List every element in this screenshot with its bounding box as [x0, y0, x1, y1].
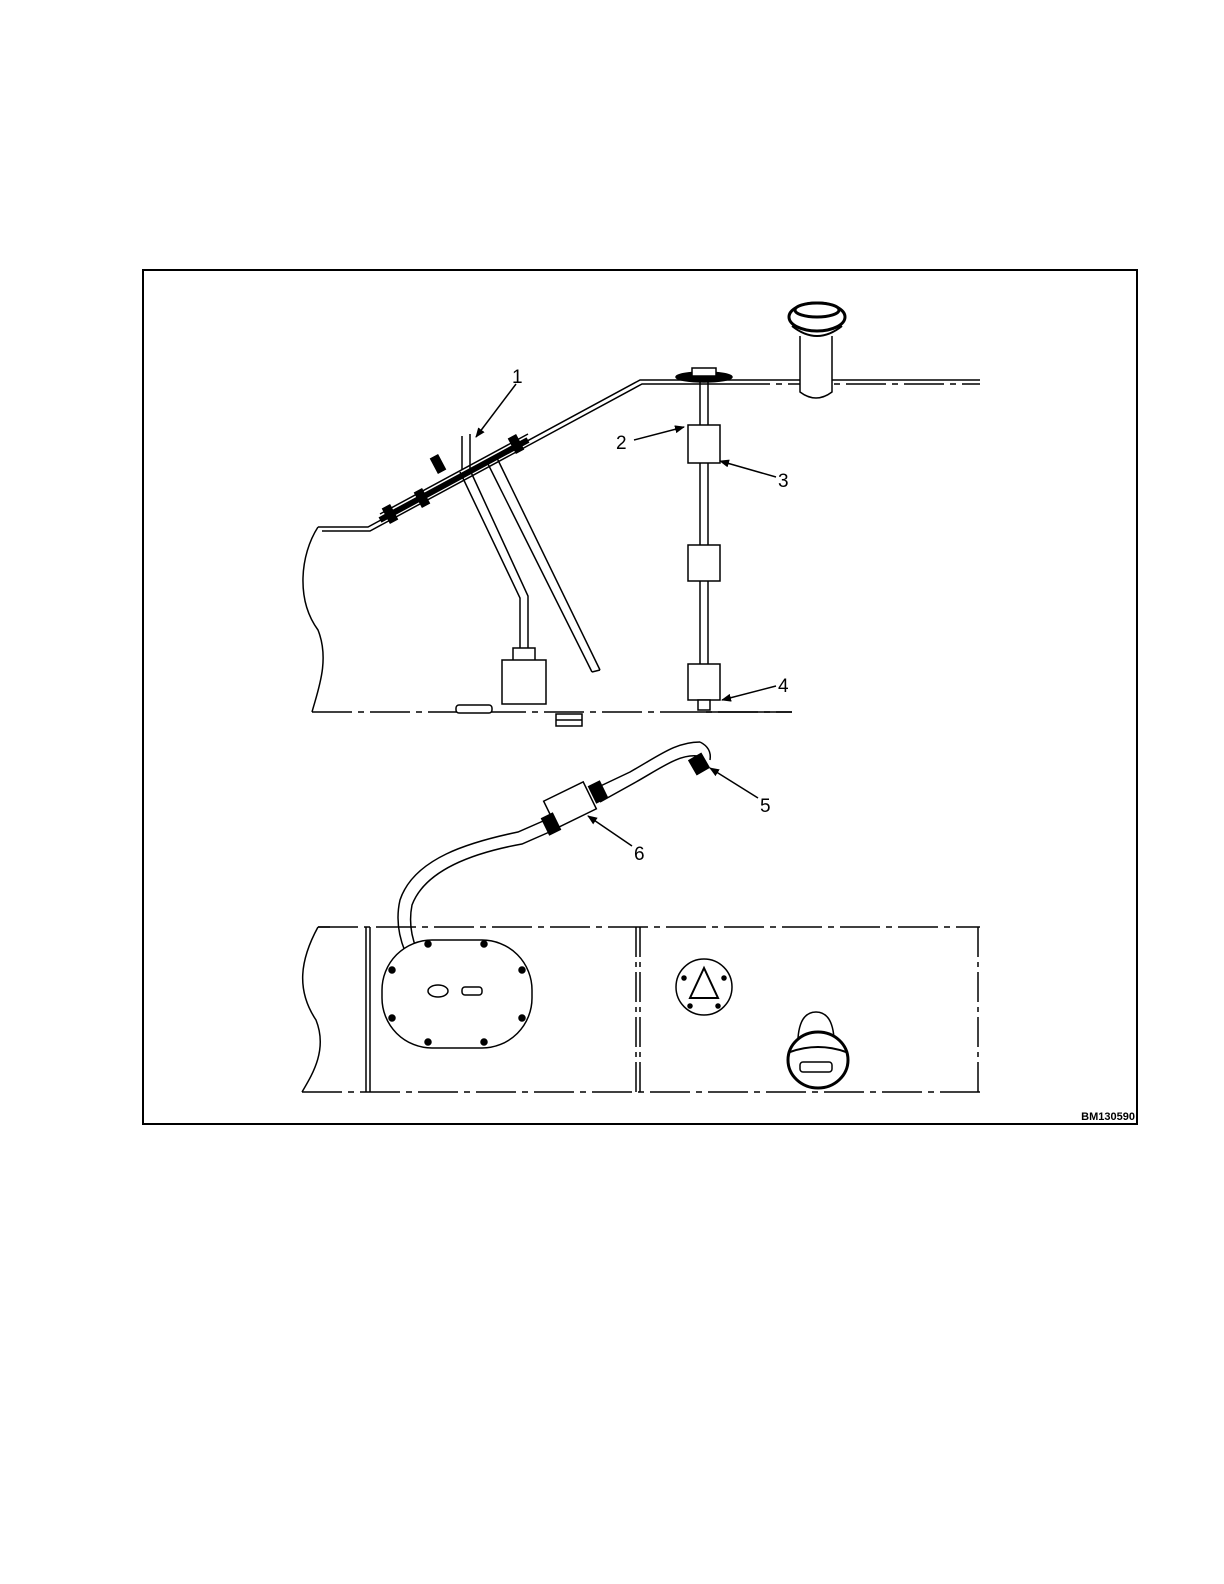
svg-text:5: 5	[760, 796, 771, 817]
fuel-pickup-tubes	[460, 434, 600, 672]
sensor-float-lower	[688, 664, 720, 700]
sensor-float-upper	[688, 425, 720, 463]
svg-text:1: 1	[512, 367, 523, 388]
sensor-float-middle	[688, 545, 720, 581]
sending-unit-flange	[380, 434, 528, 523]
level-sensor-rod	[676, 368, 732, 710]
upper-tank-section	[303, 380, 980, 712]
gauge-port	[676, 959, 732, 1015]
callout-5: 5	[710, 768, 771, 817]
inline-fuel-filter	[542, 781, 608, 834]
figure-id: BM130590	[1081, 1111, 1135, 1123]
bottom-fittings	[456, 705, 582, 726]
hose-clamp	[689, 742, 710, 774]
access-cover-plate	[382, 940, 532, 1048]
callout-2: 2	[616, 427, 684, 454]
callout-4: 4	[722, 676, 789, 700]
svg-text:6: 6	[634, 844, 645, 865]
callout-1: 1	[476, 367, 523, 437]
callout-3: 3	[720, 461, 789, 492]
svg-text:3: 3	[778, 471, 789, 492]
callout-6: 6	[588, 816, 645, 865]
svg-text:4: 4	[778, 676, 789, 697]
svg-text:2: 2	[616, 433, 627, 454]
pickup-filter	[502, 648, 546, 704]
filler-cap-top-view	[788, 1012, 848, 1088]
